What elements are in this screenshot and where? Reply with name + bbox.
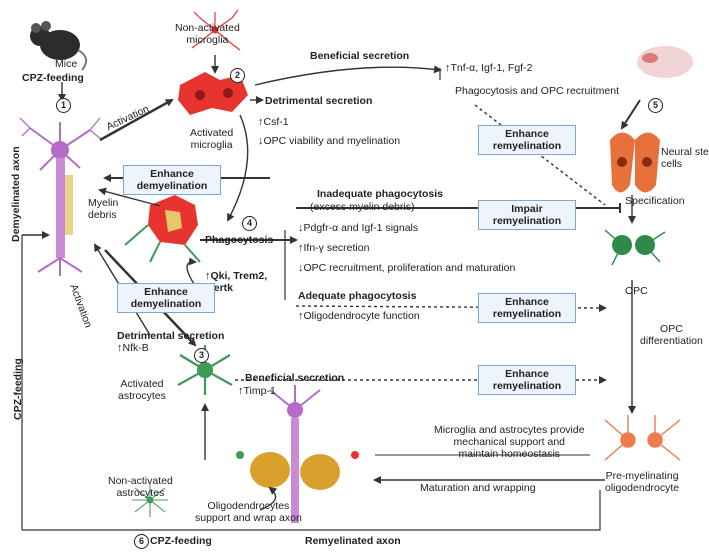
label-phagocytosis-opc-recruitment: Phagocytosis and OPC recruitment [455,85,619,97]
arrow-activation-top [99,98,174,142]
remyelinated-axon-cluster [236,385,359,523]
label-pre-myelinating: Pre-myelinating oligodendrocyte [605,470,680,494]
label-csf1: ↑Csf-1 [258,116,289,128]
mouse-icon [30,21,88,71]
phagocytic-microglia-icon [124,195,201,263]
label-mice: Mice [55,58,78,70]
label-cpz-feeding-left: CPZ-feeding [12,358,24,420]
label-phagocytosis: Phagocytosis [205,234,274,246]
label-ifn: ↑Ifn-γ secretion [298,242,370,254]
label-oligodendrocytes-support: Oligodendrocytes support and wrap axon [195,500,302,524]
resting-microglia-icon [191,9,241,51]
step-3-badge: 3 [194,348,209,363]
step-1-badge: 1 [56,98,71,113]
label-specification: Specification [625,195,685,207]
arrow-beneficial-top [254,65,442,86]
up-arrow-icon: ↑ [445,62,451,74]
up-arrow-icon: ↑ [205,270,211,282]
down-arrow-icon: ↓ [298,262,304,274]
label-timp1: ↑Timp-1 [238,385,276,397]
label-oligodendrocyte-function: ↑Oligodendrocyte function [298,310,420,322]
label-microglia-astrocytes-support: Microglia and astrocytes provide mechani… [434,424,585,460]
down-arrow-icon: ↓ [258,135,264,147]
step-4-badge: 4 [242,216,257,231]
label-opc: OPC [625,285,648,297]
box-impair-remyelination: Impair remyelination [478,200,576,230]
up-arrow-icon: ↑ [298,242,304,254]
step-6-badge: 6 [134,534,149,549]
brain-icon [637,46,693,78]
label-opc-recruitment: ↓OPC recruitment, proliferation and matu… [298,262,516,274]
label-opc-differentiation: OPC differentiation [640,323,703,347]
up-arrow-icon: ↑ [298,310,304,322]
label-remyelinated-axon: Remyelinated axon [305,535,401,547]
resting-astrocyte-icon [132,483,168,517]
up-arrow-icon: ↑ [117,342,123,354]
arrow-oligo-support [259,486,278,511]
label-cpz-feeding-bottom: CPZ-feeding [150,535,212,547]
label-nfkb: ↑Nfk-B [117,342,149,354]
step-2-badge: 2 [230,68,245,83]
premyelinating-oligodendrocyte-icon [604,415,681,461]
opc-icon [604,229,666,266]
label-pdgfr: ↓Pdgfr-α and Igf-1 signals [298,222,419,234]
label-beneficial-secretion-bottom: Beneficial secretion [245,372,345,384]
box-enhance-remyelination-middle: Enhance remyelination [478,293,576,323]
arrow-brain-to-stem [620,99,641,130]
label-non-activated-microglia: Non-activated microglia [175,22,240,46]
up-arrow-icon: ↑ [238,385,244,397]
step-5-badge: 5 [648,98,663,113]
box-enhance-remyelination-bottom: Enhance remyelination [478,365,576,395]
box-enhance-demyelination-top: Enhance demyelination [123,165,221,195]
box-enhance-remyelination-top: Enhance remyelination [478,125,576,155]
neural-stem-cells-icon [610,132,660,193]
activated-astrocyte-icon [177,345,233,395]
demyelinated-neuron [19,117,103,276]
label-detrimental-secretion-top: Detrimental secretion [265,95,373,107]
label-demyelinated-axon: Demyelinated axon [10,146,22,242]
label-myelin-debris: Myelin debris [88,197,119,221]
label-beneficial-secretion-top: Beneficial secretion [310,50,410,62]
label-cpz-feeding-top: CPZ-feeding [22,72,84,84]
cpz-return-line [22,490,601,531]
label-non-activated-astrocytes: Non-activated astrocytes [108,475,173,499]
label-activated-microglia: Activated microglia [190,127,234,151]
arrow-to-phagocytosis [227,114,249,222]
label-adequate-phagocytosis: Adequate phagocytosis [298,290,417,302]
label-maturation-wrapping: Maturation and wrapping [420,482,536,494]
arrow-myelin-debris [98,187,161,207]
label-tnf: ↑Tnf-α, Igf-1, Fgf-2 [445,62,533,74]
dashed-beneficial-to-opc [474,104,606,206]
label-detrimental-secretion-left: Detrimental secretion [117,330,225,342]
label-excess-myelin: (excess myelin debris) [310,201,415,213]
up-arrow-icon: ↑ [258,116,264,128]
label-inadequate-phagocytosis: Inadequate phagocytosis [317,188,444,200]
activated-microglia-icon [178,72,248,115]
box-enhance-demyelination-left: Enhance demyelination [117,283,215,313]
label-opc-viability: ↓OPC viability and myelination [258,135,401,147]
down-arrow-icon: ↓ [298,222,304,234]
label-neural-stem-cells: Neural stem cells [661,146,709,170]
label-activated-astrocytes: Activated astrocytes [118,378,166,402]
